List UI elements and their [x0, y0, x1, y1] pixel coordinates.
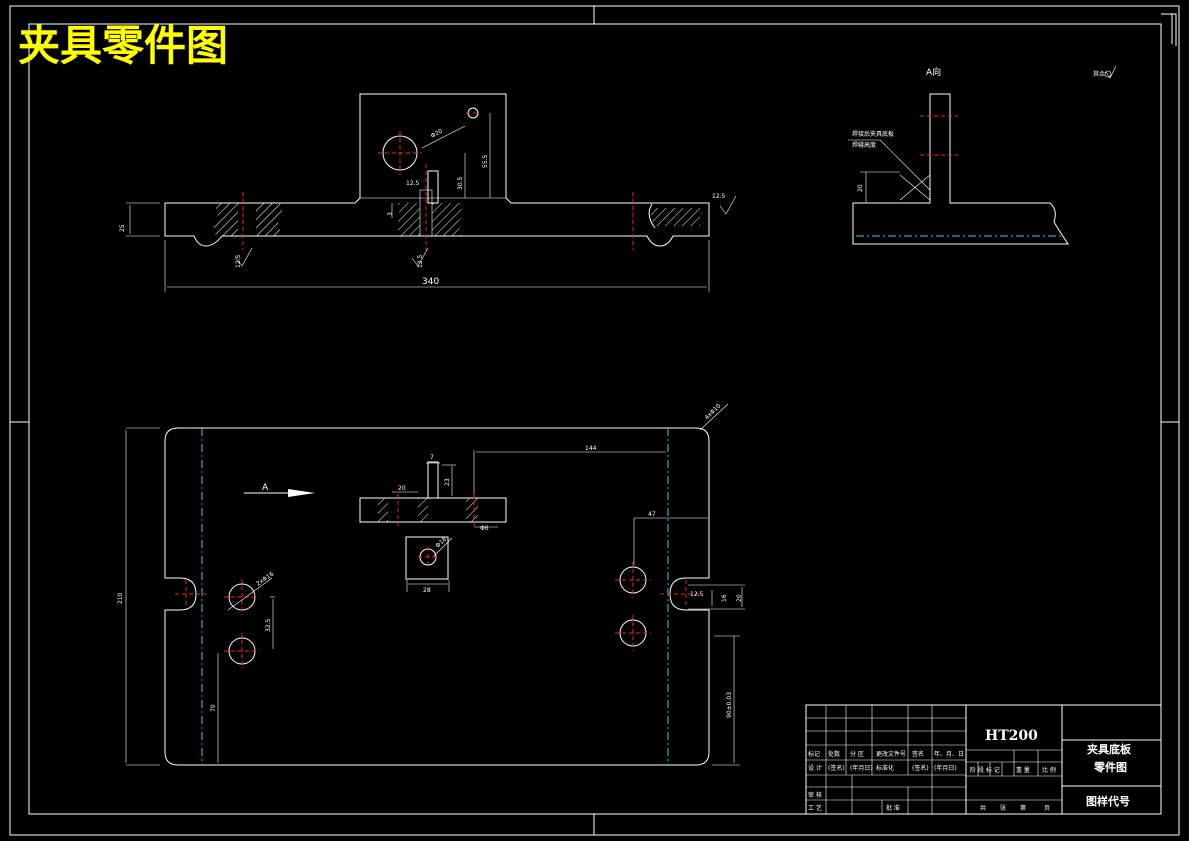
dim-16: 16 — [721, 594, 728, 602]
dim-phi6: Φ6 — [480, 525, 489, 532]
dim-7: 7 — [430, 454, 434, 461]
dim-30-5: 30.5 — [457, 176, 464, 190]
tb-sheet-0: 共 — [980, 804, 986, 812]
tb-sheet-3: 页 — [1044, 805, 1050, 812]
tb-row-label-2: 分 区 — [850, 750, 864, 758]
tb-row-label-0: 标记 — [808, 750, 820, 758]
part-name-1: 夹具底板 — [1087, 742, 1132, 756]
dim-phi18: Φ18 — [434, 536, 448, 550]
tb-scale: 比 例 — [1042, 766, 1056, 774]
dim-12-5-a: 12.5 — [235, 254, 242, 268]
side-view-a — [848, 65, 1117, 245]
weld-note-1: 焊接后夹具底板 — [852, 130, 894, 138]
dim-2phi16: 2xΦ16 — [255, 570, 275, 587]
part-name-2: 零件图 — [1093, 760, 1127, 774]
tb-row-label-1: 处数 — [828, 750, 840, 758]
drawing-frame — [9, 5, 1180, 836]
dim-32-5: 32.5 — [265, 618, 272, 632]
dim-47: 47 — [648, 511, 656, 518]
tb-design-4: (签名) — [912, 764, 929, 772]
dim-25: 25 — [119, 224, 126, 232]
title-block — [805, 704, 1162, 815]
front-view — [126, 93, 737, 292]
dim-70: 70 — [210, 704, 217, 712]
tb-sheet-1: 张 — [1000, 804, 1006, 812]
dim-28: 28 — [423, 587, 431, 594]
tb-design-2: (年月日) — [850, 764, 873, 772]
dim-55-5: 55.5 — [482, 154, 489, 168]
tb-row-label-3: 更改文件号 — [876, 750, 906, 758]
tb-row-label-5: 年、月、日 — [934, 750, 964, 758]
dim-12-5-b: 12.5 — [417, 254, 424, 268]
tb-design-5: (年月日) — [934, 764, 957, 772]
dim-20-side: 20 — [857, 184, 864, 192]
dim-20-top: 20 — [398, 485, 406, 492]
material-label: HT200 — [985, 728, 1038, 744]
drawing-title: 夹具零件图 — [18, 21, 228, 70]
dim-3: 3 — [387, 212, 394, 216]
tb-check: 审 核 — [808, 791, 822, 799]
tb-weight: 重 量 — [1016, 766, 1030, 774]
dim-340: 340 — [422, 277, 439, 287]
dim-23: 23 — [444, 478, 451, 486]
tb-design-3: 标准化 — [876, 764, 894, 772]
dim-12-5-d: 12.5 — [406, 180, 420, 187]
dim-20-slot: 20 — [736, 594, 743, 602]
roughness-general: 其余 — [1093, 70, 1105, 78]
dim-12-5-e: 12.5 — [690, 591, 704, 598]
dim-12-5-c: 12.5 — [712, 193, 726, 200]
tb-sheet-2: 第 — [1020, 804, 1026, 812]
drawing-code: 图样代号 — [1086, 794, 1130, 808]
tb-stage: 阶 段 标 记 — [970, 766, 1000, 774]
tb-design-1: (签名) — [828, 764, 845, 772]
view-a-label: A向 — [926, 66, 941, 78]
tb-process: 工 艺 — [808, 804, 822, 812]
tb-approve: 批 准 — [886, 804, 900, 812]
arrow-a-label: A — [262, 483, 269, 493]
tb-row-label-4: 签名 — [912, 750, 924, 758]
dim-144: 144 — [585, 445, 597, 452]
dim-90: 90±0.03 — [726, 692, 733, 718]
dim-210: 210 — [117, 592, 124, 604]
top-view — [125, 403, 745, 766]
weld-note-2: 焊缝高度 — [852, 141, 876, 149]
tb-design-0: 设 计 — [808, 764, 822, 772]
